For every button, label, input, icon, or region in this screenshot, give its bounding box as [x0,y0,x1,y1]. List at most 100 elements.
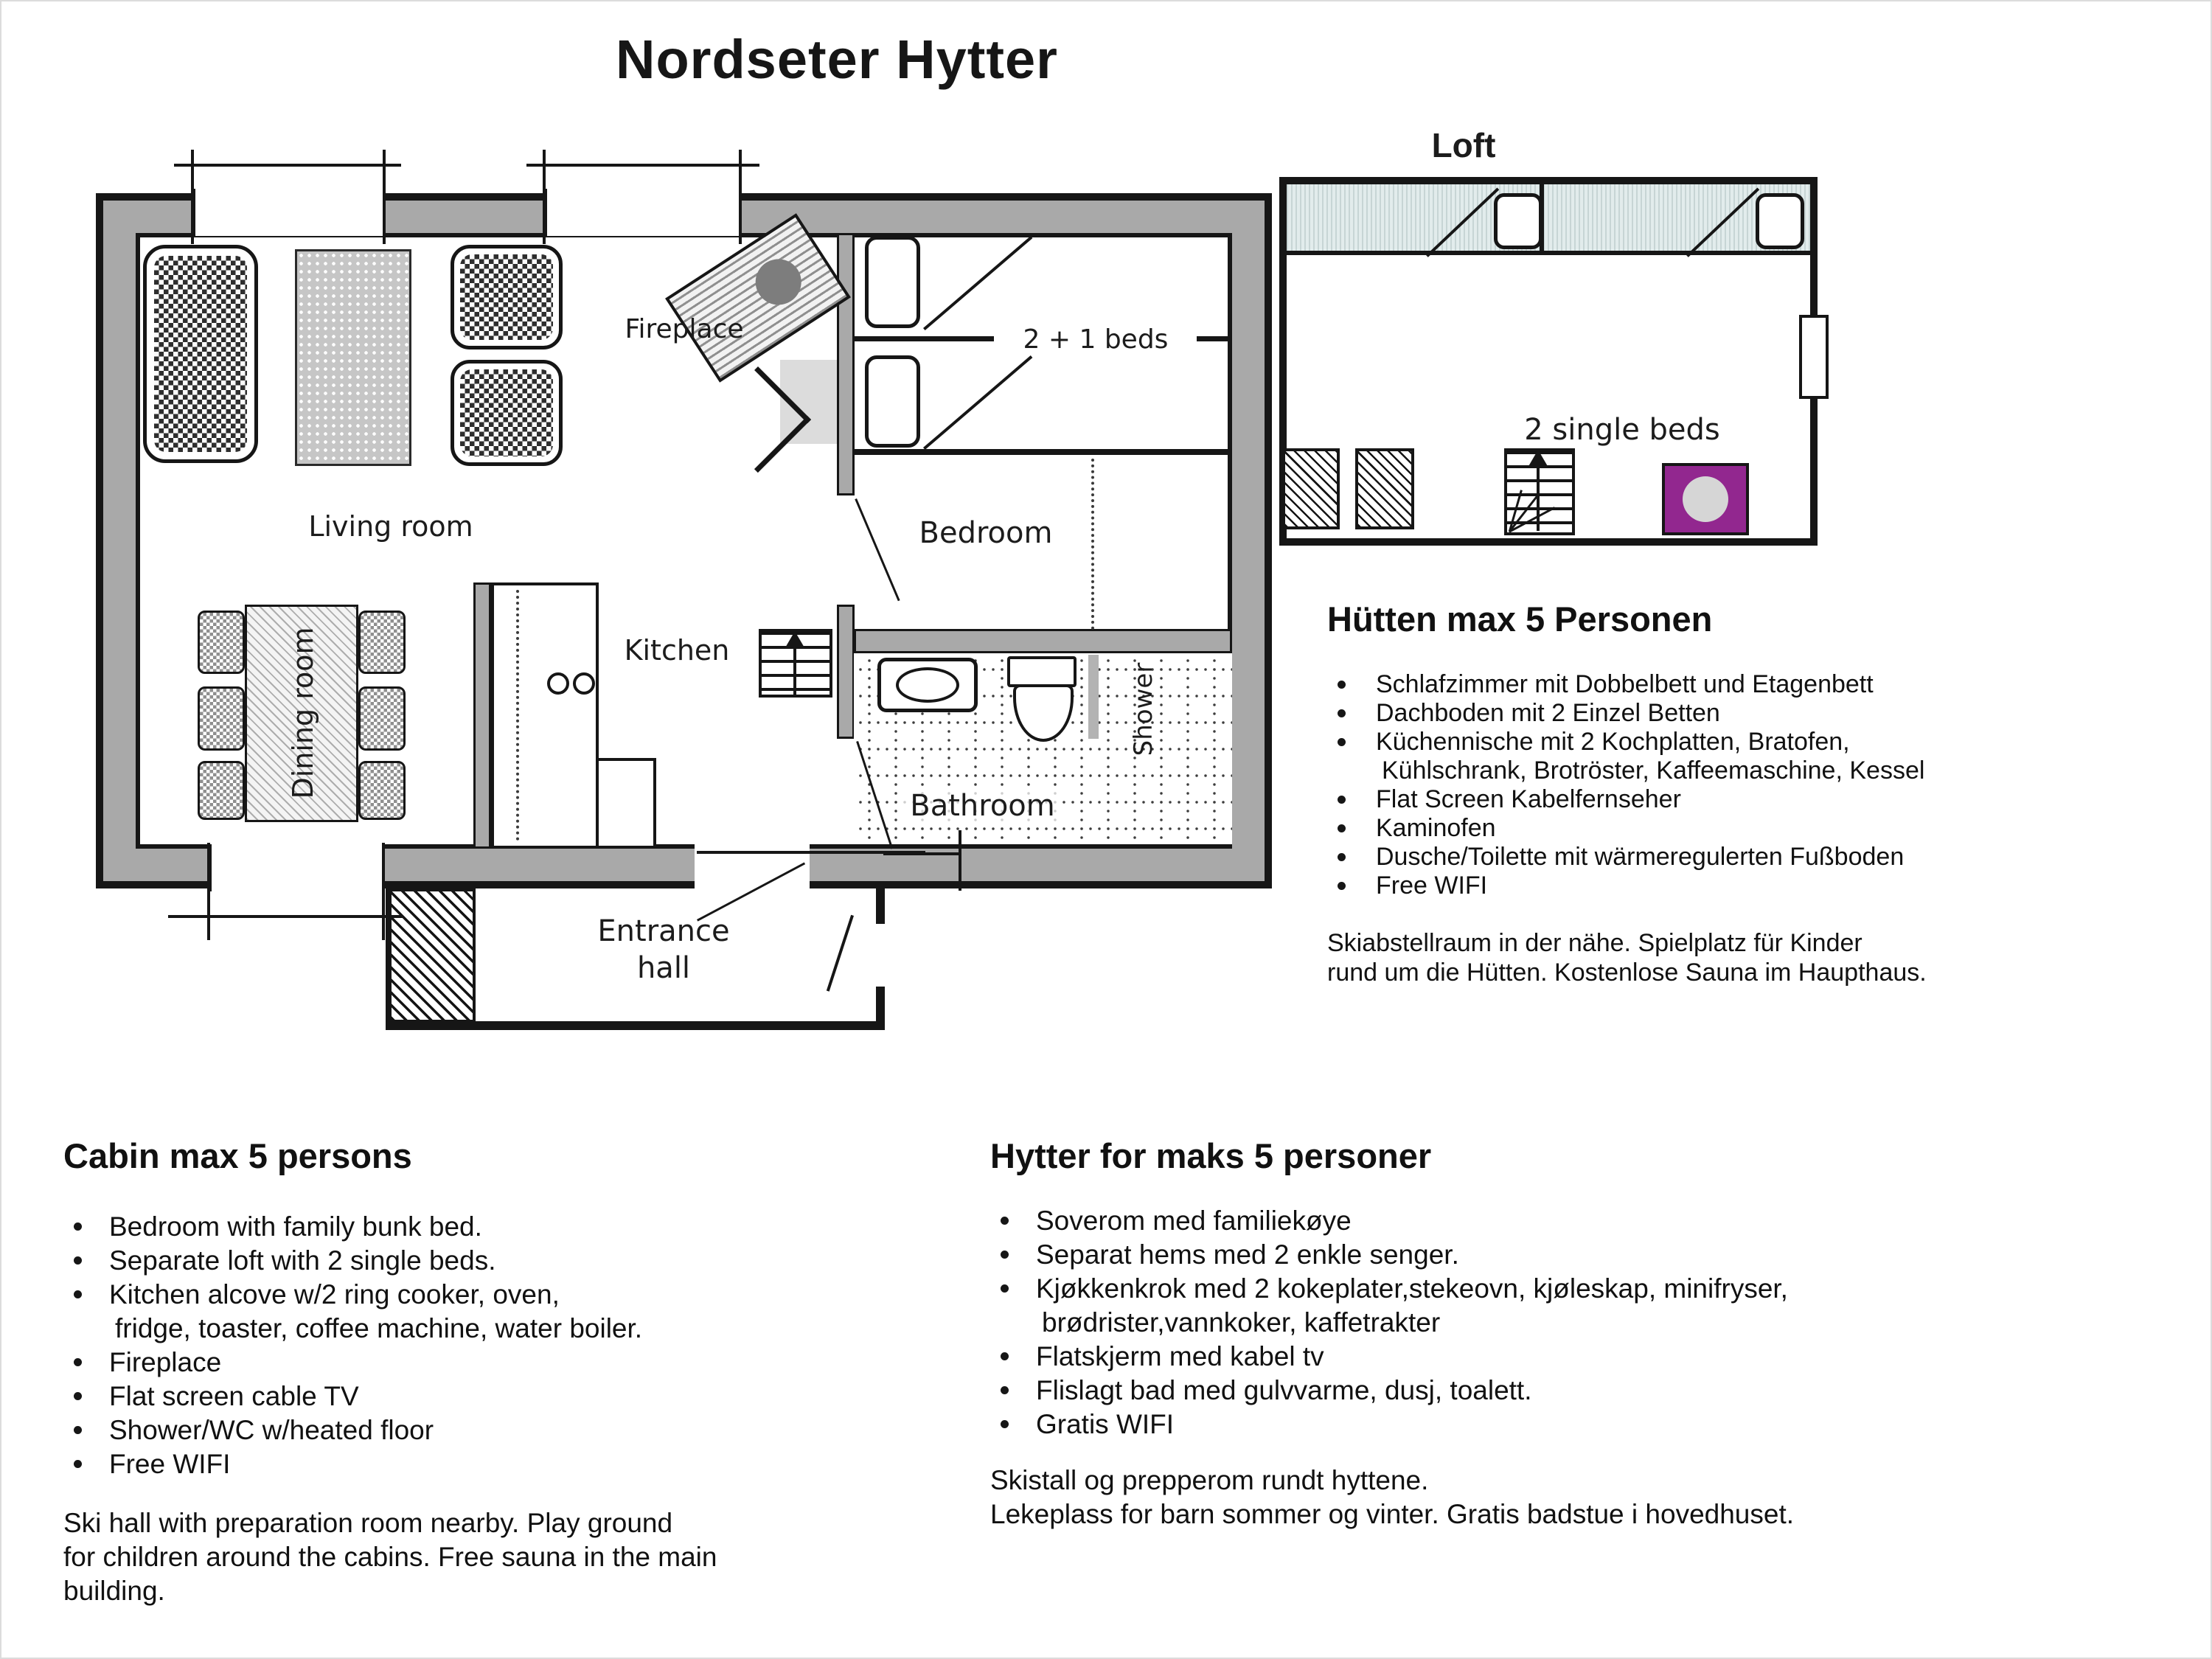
list-item-text: Separat hems med 2 enkle senger. [1036,1239,1459,1270]
list-item-text: Kitchen alcove w/2 ring cooker, oven, [109,1279,560,1310]
list-item-text: Separate loft with 2 single beds. [109,1245,496,1276]
entrance-wall-right [876,987,885,1030]
chimney-flue [1683,476,1728,522]
section-norwegian: Hytter for maks 5 personer Soverom med f… [990,1135,2096,1531]
armchair [451,245,563,349]
bullet-icon [1338,796,1346,804]
bullet-icon [1001,1352,1009,1360]
bullet-icon [1338,824,1346,832]
list-item: Küchennische mit 2 Kochplatten, Bratofen… [1327,728,2190,757]
bullet-icon [1338,681,1346,689]
label-entrance-hall: hall [636,951,691,985]
label-shower: Shower [1129,662,1158,757]
stair-arrow-icon [1528,450,1548,467]
fireplace-flue [746,250,810,314]
dimension-line [883,852,961,855]
list-item: Flislagt bad med gulvvarme, dusj, toalet… [990,1374,2096,1408]
sink [877,658,978,712]
section-note: for children around the cabins. Free sau… [63,1542,717,1572]
label-bedroom: Bedroom [919,516,1053,550]
bed-divider-line [854,336,994,341]
dimension-tick [207,843,210,940]
dining-chair [198,611,245,674]
label-beds: 2 + 1 beds [1023,324,1169,355]
list-item-text: Flislagt bad med gulvvarme, dusj, toalet… [1036,1375,1532,1405]
list-item: Kühlschrank, Brotröster, Kaffeemaschine,… [1327,757,2190,785]
coffee-table [295,249,411,466]
section-heading: Cabin max 5 persons [63,1136,412,1175]
label-fireplace: Fireplace [625,314,744,344]
list-item-text: Kaminofen [1376,814,1496,842]
dining-chair [358,761,406,820]
stair-arrow-line [1537,459,1540,531]
dining-chair [198,686,245,751]
entrance-wall-right [876,888,885,924]
dimension-tick [383,150,386,244]
list-item-text: Gratis WIFI [1036,1409,1175,1439]
list-item: Free WIFI [1327,872,2190,900]
list-item-text: fridge, toaster, coffee machine, water b… [115,1313,643,1343]
section-german: Hütten max 5 Personen Schlafzimmer mit D… [1327,599,2190,987]
bullet-icon [1338,853,1346,861]
bed-pillow [1756,193,1804,249]
dimension-line [526,164,759,167]
list-item: Soverom med familiekøye [990,1204,2096,1238]
list-item-text: Kühlschrank, Brotröster, Kaffeemaschine,… [1382,757,1925,785]
list-item-text: Bedroom with family bunk bed. [109,1211,482,1242]
label-kitchen: Kitchen [624,634,730,667]
label-living-room: Living room [308,510,473,543]
list-item-text: Fireplace [109,1347,222,1377]
dimension-line [168,915,403,918]
bathroom-wall [854,629,1232,653]
bullet-icon [1001,1217,1009,1225]
loft-storage-hatch [1355,448,1414,529]
section-note: Lekeplass for barn sommer og vinter. Gra… [990,1499,1795,1529]
dotted-divider [1091,459,1094,630]
bed-divider-line [1197,336,1232,341]
kitchen-wall [473,582,491,849]
section-note: building. [63,1576,165,1606]
list-item: Dusche/Toilette mit wärmeregulerten Fußb… [1327,843,2190,872]
list-item-text: Dusche/Toilette mit wärmeregulerten Fußb… [1376,843,1905,871]
bullet-icon [1001,1386,1009,1394]
counter-dotted-line [516,590,519,841]
list-item-text: Kjøkkenkrok med 2 kokeplater,stekeovn, k… [1036,1273,1788,1304]
list-item-text: Flat screen cable TV [109,1381,359,1411]
sink-basin [896,667,959,703]
label-bathroom: Bathroom [903,789,1062,823]
list-item: Kjøkkenkrok med 2 kokeplater,stekeovn, k… [990,1272,2096,1306]
list-item: Dachboden mit 2 Einzel Betten [1327,699,2190,728]
page-title: Nordseter Hytter [616,29,1058,90]
sofa [143,245,258,463]
dimension-tick [382,843,385,940]
section-note: Ski hall with preparation room nearby. P… [63,1508,673,1538]
window [209,844,385,891]
list-item-text: Küchennische mit 2 Kochplatten, Bratofen… [1376,728,1850,756]
wall-segment [837,605,855,739]
cooktop-ring-icon [573,672,595,695]
list-item: Fireplace [63,1346,978,1380]
label-loft-beds: 2 single beds [1524,413,1720,447]
bullet-icon [1001,1420,1009,1428]
list-item-text: Schlafzimmer mit Dobbelbett und Etagenbe… [1376,670,1874,698]
dimension-tick [543,150,546,244]
bullet-icon [74,1392,82,1400]
list-item-text: Dachboden mit 2 Einzel Betten [1376,699,1720,727]
section-note: Skiabstellraum in der nähe. Spielplatz f… [1327,929,1863,957]
list-item: Separat hems med 2 enkle senger. [990,1238,2096,1272]
list-item: Flat screen cable TV [63,1380,978,1413]
list-item: fridge, toaster, coffee machine, water b… [63,1312,978,1346]
bullet-icon [74,1222,82,1231]
list-item: Bedroom with family bunk bed. [63,1210,978,1244]
bed-pillow [865,355,920,448]
sofa-cushion [154,256,247,452]
label-entrance-hall: Entrance [597,914,730,948]
section-note: rund um die Hütten. Kostenlose Sauna im … [1327,959,1927,987]
section-english: Cabin max 5 persons Bedroom with family … [63,1135,978,1608]
doorway-shade [780,360,842,444]
section-heading: Hütten max 5 Personen [1327,599,1713,639]
stair-arrow-line [793,640,796,695]
entrance-wall-bottom [386,1021,885,1030]
window [192,189,386,236]
bullet-icon [74,1256,82,1265]
